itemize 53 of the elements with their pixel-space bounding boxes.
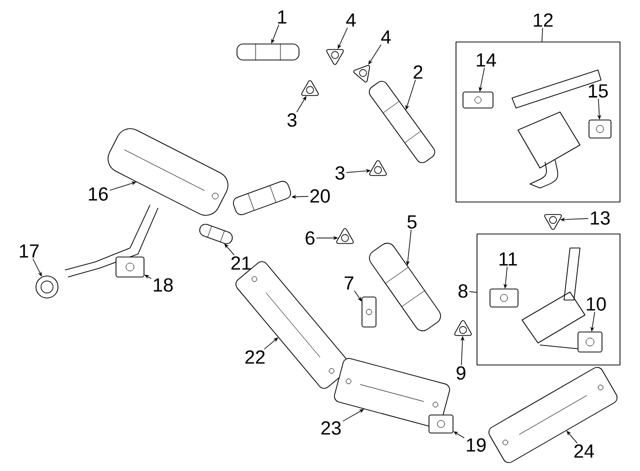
callout-number: 16 (88, 187, 108, 201)
pipe (368, 80, 436, 164)
catalytic-converter (369, 242, 441, 332)
callout-number: 23 (321, 421, 341, 435)
callout-number: 18 (154, 278, 173, 292)
bracket (362, 296, 376, 328)
callout-number: 6 (306, 231, 314, 245)
gasket (326, 49, 344, 65)
bracket (490, 288, 518, 308)
callout-number: 21 (231, 256, 251, 270)
gasket (353, 65, 370, 82)
pipe (236, 44, 300, 60)
muffler (108, 128, 228, 216)
leader-line (542, 27, 543, 42)
callout-number: 11 (500, 252, 517, 266)
bracket (428, 414, 454, 434)
bracket (588, 120, 612, 138)
callout-number: 5 (407, 215, 416, 229)
callout-number: 19 (466, 438, 486, 452)
callout-number: 20 (310, 189, 330, 203)
callout-number: 2 (414, 65, 422, 79)
callout-number: 13 (590, 211, 610, 225)
group-frame (476, 234, 620, 366)
callout-number: 3 (335, 166, 344, 180)
heat-shield (488, 366, 618, 464)
callout-number: 4 (346, 13, 356, 27)
bracket (116, 256, 144, 278)
callout-number: 14 (476, 53, 496, 67)
pipe (199, 224, 233, 244)
gasket (336, 228, 354, 244)
callout-number: 12 (534, 13, 553, 27)
callout-number: 3 (287, 113, 296, 127)
pipe (232, 180, 292, 216)
callout-number: 17 (20, 244, 39, 258)
callout-number: 10 (586, 297, 606, 311)
callout-number: 7 (344, 276, 354, 290)
callout-number: 24 (574, 444, 594, 458)
gasket (544, 214, 562, 230)
gasket (369, 160, 387, 176)
callout-number: 4 (381, 30, 391, 44)
callout-number: 8 (458, 284, 468, 298)
callout-number: 9 (456, 366, 466, 380)
leader-line (469, 291, 477, 293)
bracket (462, 92, 494, 108)
callout-number: 22 (245, 350, 265, 364)
gasket (454, 320, 472, 336)
bracket (578, 332, 602, 352)
leader-arrow (224, 244, 235, 256)
callout-number: 15 (588, 84, 608, 98)
clamp (36, 276, 58, 298)
gasket (301, 80, 319, 96)
callout-number: 1 (278, 10, 286, 24)
group-frame (456, 42, 620, 202)
